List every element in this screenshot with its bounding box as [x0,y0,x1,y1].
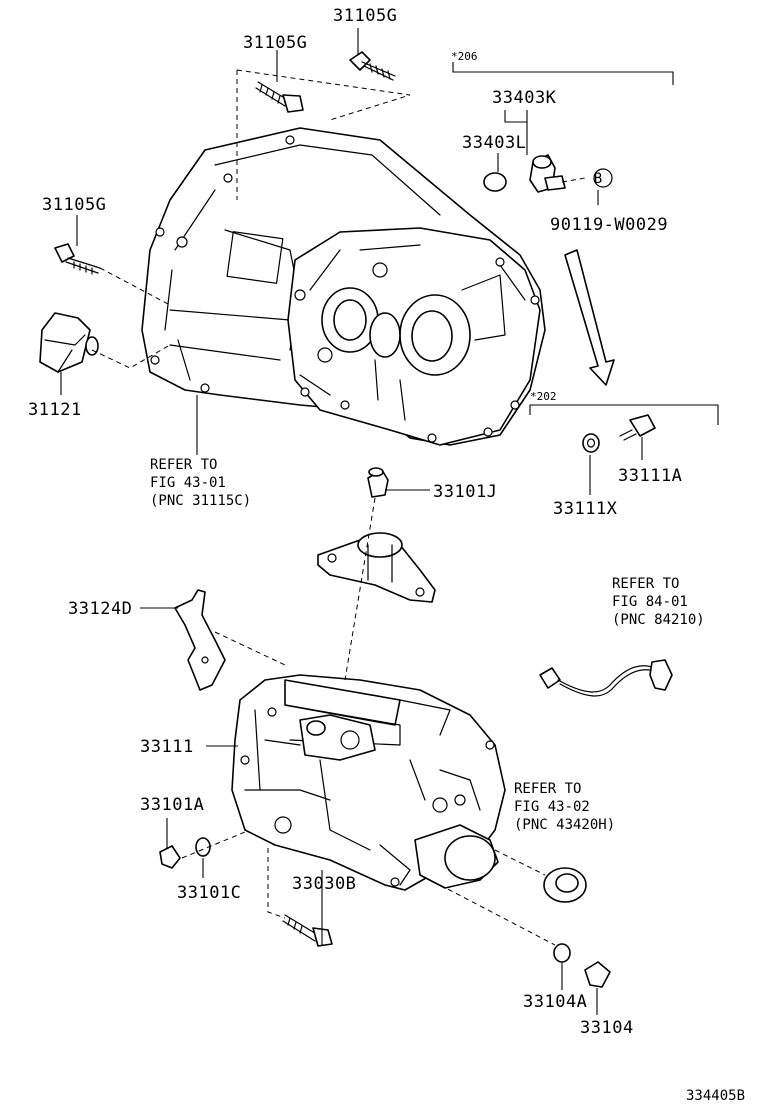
refer-fig-84-01-line2: FIG 84-01 [612,594,688,610]
label-31121: 31121 [28,400,82,420]
wire-harness-84210 [539,659,673,697]
bolt-31105g-left [54,243,101,275]
label-33101j: 33101J [433,482,497,502]
label-31105g-top: 31105G [333,6,397,26]
cover-plate [317,532,436,603]
callout-b-circle [593,168,613,188]
refer-fig-43-02-line1: REFER TO [514,781,581,797]
washer-33104a [553,943,571,963]
refer-fig-43-02-line3: (PNC 43420H) [514,817,615,833]
refer-fig-43-02-line2: FIG 43-02 [514,799,590,815]
washer-33111x [582,433,600,453]
bracket-33124d [174,589,226,691]
label-90119-w0029: 90119-W0029 [550,215,668,235]
leader-lines [60,28,719,1015]
refer-fig-84-01-line1: REFER TO [612,576,679,592]
label-202: *202 [530,390,557,403]
label-31105g-left: 31105G [42,195,106,215]
refer-fig-43-01-line1: REFER TO [150,457,217,473]
bolt-33030b [282,914,333,947]
label-31105g-mid: 31105G [243,33,307,53]
clutch-housing [141,127,546,446]
label-33104a: 33104A [523,992,587,1012]
label-33111a: 33111A [618,466,682,486]
direction-arrow [564,249,615,386]
plug-33101a [159,845,181,869]
refer-fig-43-01-line2: FIG 43-01 [150,475,226,491]
label-206: *206 [451,50,478,63]
bolt-31105g-mid [255,81,304,113]
refer-fig-84-01: REFER TO FIG 84-01 (PNC 84210) [612,576,705,628]
figure-code: 334405B [686,1088,745,1104]
oil-seal-43420h [543,867,587,903]
cap-31121 [39,312,99,373]
label-33124d: 33124D [68,599,132,619]
sensor-33403k [483,154,566,193]
label-33111: 33111 [140,737,194,757]
plug-33104 [584,961,611,988]
label-33101c: 33101C [177,883,241,903]
bolt-33111a [619,414,656,441]
refer-fig-43-01: REFER TO FIG 43-01 (PNC 31115C) [150,457,251,509]
refer-fig-84-01-line3: (PNC 84210) [612,612,705,628]
refer-fig-43-02: REFER TO FIG 43-02 (PNC 43420H) [514,781,615,833]
refer-fig-43-01-line3: (PNC 31115C) [150,493,251,509]
washer-33101c [195,837,211,857]
bolt-31105g-top [349,51,396,81]
plug-33101j [367,467,389,498]
label-33111x: 33111X [553,499,618,519]
label-33101a: 33101A [140,795,204,815]
label-33403l: 33403L [462,133,526,153]
dashed-assembly-lines [91,69,586,946]
label-33403k: 33403K [492,88,557,108]
label-33104: 33104 [580,1018,634,1038]
label-b-circle: B [594,171,602,187]
transmission-case [231,674,506,891]
label-33030b: 33030B [292,874,356,894]
